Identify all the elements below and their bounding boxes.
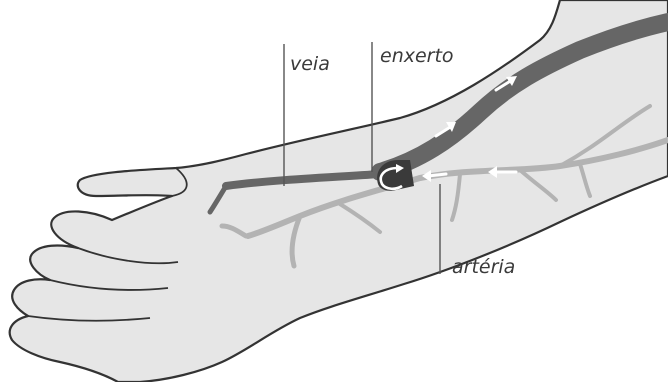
graft-label: enxerto	[380, 45, 454, 67]
vein-label: veia	[290, 53, 330, 75]
artery-label: artéria	[452, 256, 515, 278]
